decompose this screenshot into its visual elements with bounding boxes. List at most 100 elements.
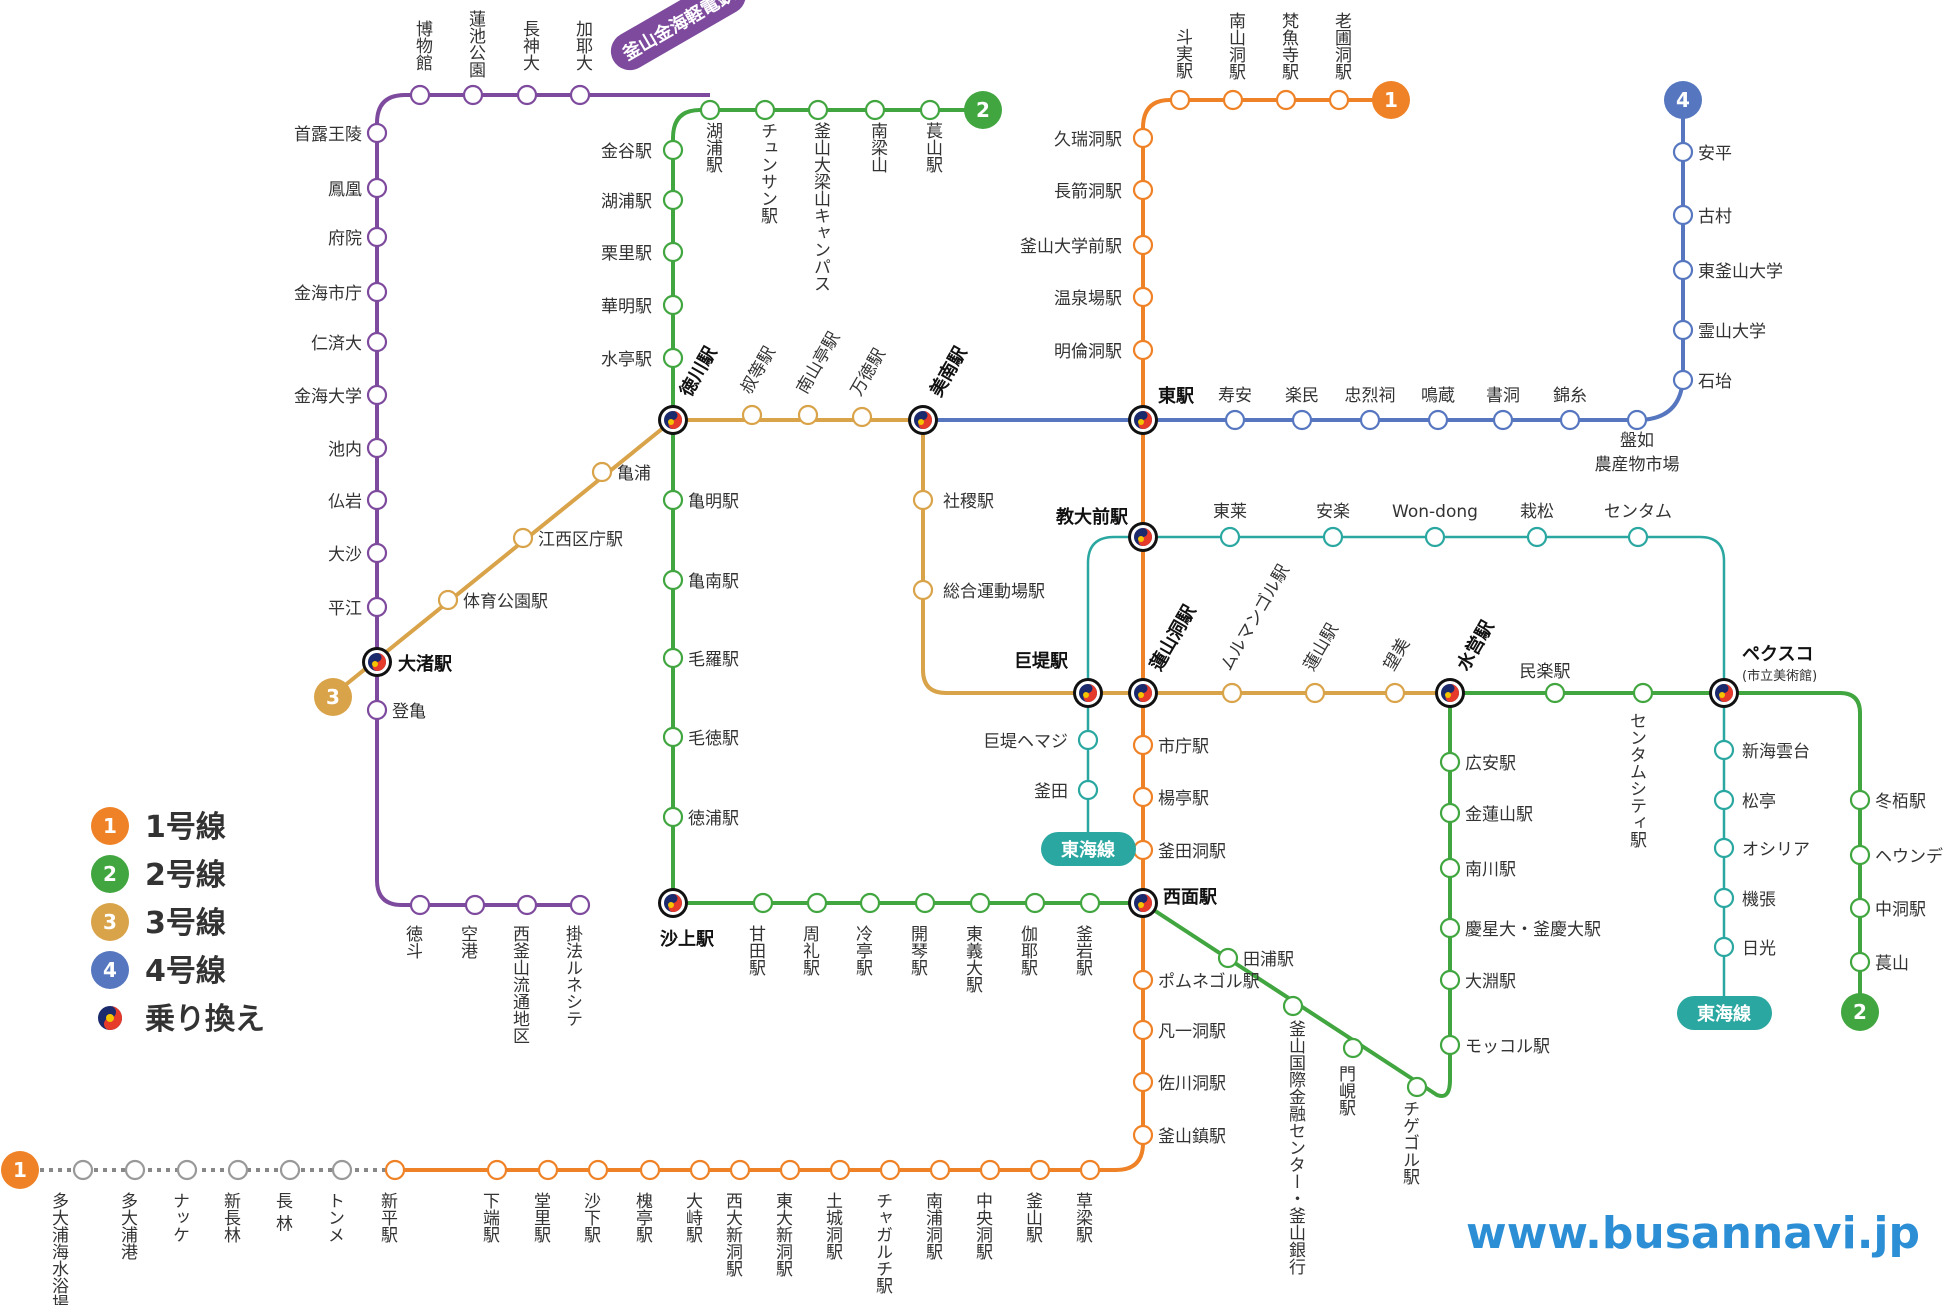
station-t18[interactable]: [752, 892, 774, 914]
station-s17[interactable]: [1132, 969, 1154, 991]
station-s20[interactable]: [1132, 1124, 1154, 1146]
station-u21[interactable]: [1439, 1034, 1461, 1056]
station-u2[interactable]: [512, 527, 534, 549]
transfer-station-s16[interactable]: [1128, 888, 1158, 918]
station-s29[interactable]: [689, 1159, 711, 1181]
station-t27[interactable]: [1342, 1037, 1364, 1059]
station-s32[interactable]: [537, 1159, 559, 1181]
station-u16[interactable]: [1439, 751, 1461, 773]
donghae-badge-right[interactable]: 東海線: [1677, 996, 1772, 1030]
station-t34[interactable]: [1849, 789, 1871, 811]
station-t3[interactable]: [807, 99, 829, 121]
station-g15[interactable]: [366, 699, 388, 721]
station-u15[interactable]: [1384, 682, 1406, 704]
station-w11[interactable]: [1713, 887, 1735, 909]
station-s2[interactable]: [1222, 89, 1244, 111]
station-u8[interactable]: [851, 406, 873, 428]
station-g17[interactable]: [464, 894, 486, 916]
gimhae-banner[interactable]: 釜山金海軽電鉄: [604, 0, 753, 77]
station-w10[interactable]: [1713, 837, 1735, 859]
station-v1[interactable]: [1672, 141, 1694, 163]
station-g9[interactable]: [366, 331, 388, 353]
station-w7[interactable]: [1077, 779, 1099, 801]
station-u13[interactable]: [1221, 682, 1243, 704]
station-w1[interactable]: [1219, 526, 1241, 548]
station-t21[interactable]: [914, 892, 936, 914]
station-v6[interactable]: [1224, 409, 1246, 431]
station-t23[interactable]: [1024, 892, 1046, 914]
station-g19[interactable]: [569, 894, 591, 916]
station-g16[interactable]: [409, 894, 431, 916]
station-t13[interactable]: [662, 569, 684, 591]
station-u19[interactable]: [1439, 917, 1461, 939]
station-w4[interactable]: [1526, 526, 1548, 548]
station-w5[interactable]: [1627, 526, 1649, 548]
station-v11[interactable]: [1559, 409, 1581, 431]
transfer-station-t29[interactable]: [1435, 678, 1465, 708]
station-s7[interactable]: [1132, 234, 1154, 256]
station-u6[interactable]: [741, 404, 763, 426]
station-g8[interactable]: [366, 281, 388, 303]
station-v4[interactable]: [1672, 319, 1694, 341]
station-g11[interactable]: [366, 437, 388, 459]
station-s38[interactable]: [176, 1159, 198, 1181]
station-u10[interactable]: [912, 489, 934, 511]
station-s39[interactable]: [124, 1159, 146, 1181]
transfer-station-u1[interactable]: [362, 647, 392, 677]
station-t8[interactable]: [662, 241, 684, 263]
station-v2[interactable]: [1672, 204, 1694, 226]
site-url[interactable]: www.busannavi.jp: [1466, 1208, 1920, 1259]
station-t20[interactable]: [859, 892, 881, 914]
station-s26[interactable]: [829, 1159, 851, 1181]
station-v7[interactable]: [1291, 409, 1313, 431]
station-v3[interactable]: [1672, 259, 1694, 281]
station-s22[interactable]: [1029, 1159, 1051, 1181]
station-w9[interactable]: [1713, 789, 1735, 811]
station-t5[interactable]: [699, 99, 721, 121]
station-t6[interactable]: [662, 139, 684, 161]
station-t19[interactable]: [806, 892, 828, 914]
station-s6[interactable]: [1132, 179, 1154, 201]
station-s23[interactable]: [979, 1159, 1001, 1181]
station-g13[interactable]: [366, 542, 388, 564]
station-g3[interactable]: [462, 84, 484, 106]
station-t1[interactable]: [919, 99, 941, 121]
station-s15[interactable]: [1132, 839, 1154, 861]
station-w2[interactable]: [1322, 526, 1344, 548]
station-u4[interactable]: [591, 461, 613, 483]
station-u7[interactable]: [797, 404, 819, 426]
station-u14[interactable]: [1304, 682, 1326, 704]
station-s5[interactable]: [1132, 127, 1154, 149]
station-s14[interactable]: [1132, 786, 1154, 808]
station-s25[interactable]: [879, 1159, 901, 1181]
station-w8[interactable]: [1713, 739, 1735, 761]
station-t30[interactable]: [1544, 682, 1566, 704]
station-v12[interactable]: [1626, 409, 1648, 431]
station-u18[interactable]: [1439, 857, 1461, 879]
transfer-station-t17[interactable]: [658, 888, 688, 918]
station-w12[interactable]: [1713, 936, 1735, 958]
station-g1[interactable]: [569, 84, 591, 106]
station-g18[interactable]: [516, 894, 538, 916]
transfer-station-s12[interactable]: [1128, 678, 1158, 708]
station-t10[interactable]: [662, 347, 684, 369]
station-s35[interactable]: [331, 1159, 353, 1181]
station-s3[interactable]: [1275, 89, 1297, 111]
station-s24[interactable]: [929, 1159, 951, 1181]
transfer-station-t32[interactable]: [1709, 678, 1739, 708]
station-s4[interactable]: [1328, 89, 1350, 111]
station-s18[interactable]: [1132, 1019, 1154, 1041]
station-s27[interactable]: [779, 1159, 801, 1181]
station-g4[interactable]: [409, 84, 431, 106]
station-t37[interactable]: [1849, 951, 1871, 973]
station-t28[interactable]: [1406, 1076, 1428, 1098]
station-s33[interactable]: [486, 1159, 508, 1181]
station-w3[interactable]: [1424, 526, 1446, 548]
station-t14[interactable]: [662, 647, 684, 669]
station-t2[interactable]: [864, 99, 886, 121]
station-s31[interactable]: [587, 1159, 609, 1181]
station-s36[interactable]: [279, 1159, 301, 1181]
station-v5[interactable]: [1672, 369, 1694, 391]
transfer-station-t11[interactable]: [658, 405, 688, 435]
station-u20[interactable]: [1439, 969, 1461, 991]
